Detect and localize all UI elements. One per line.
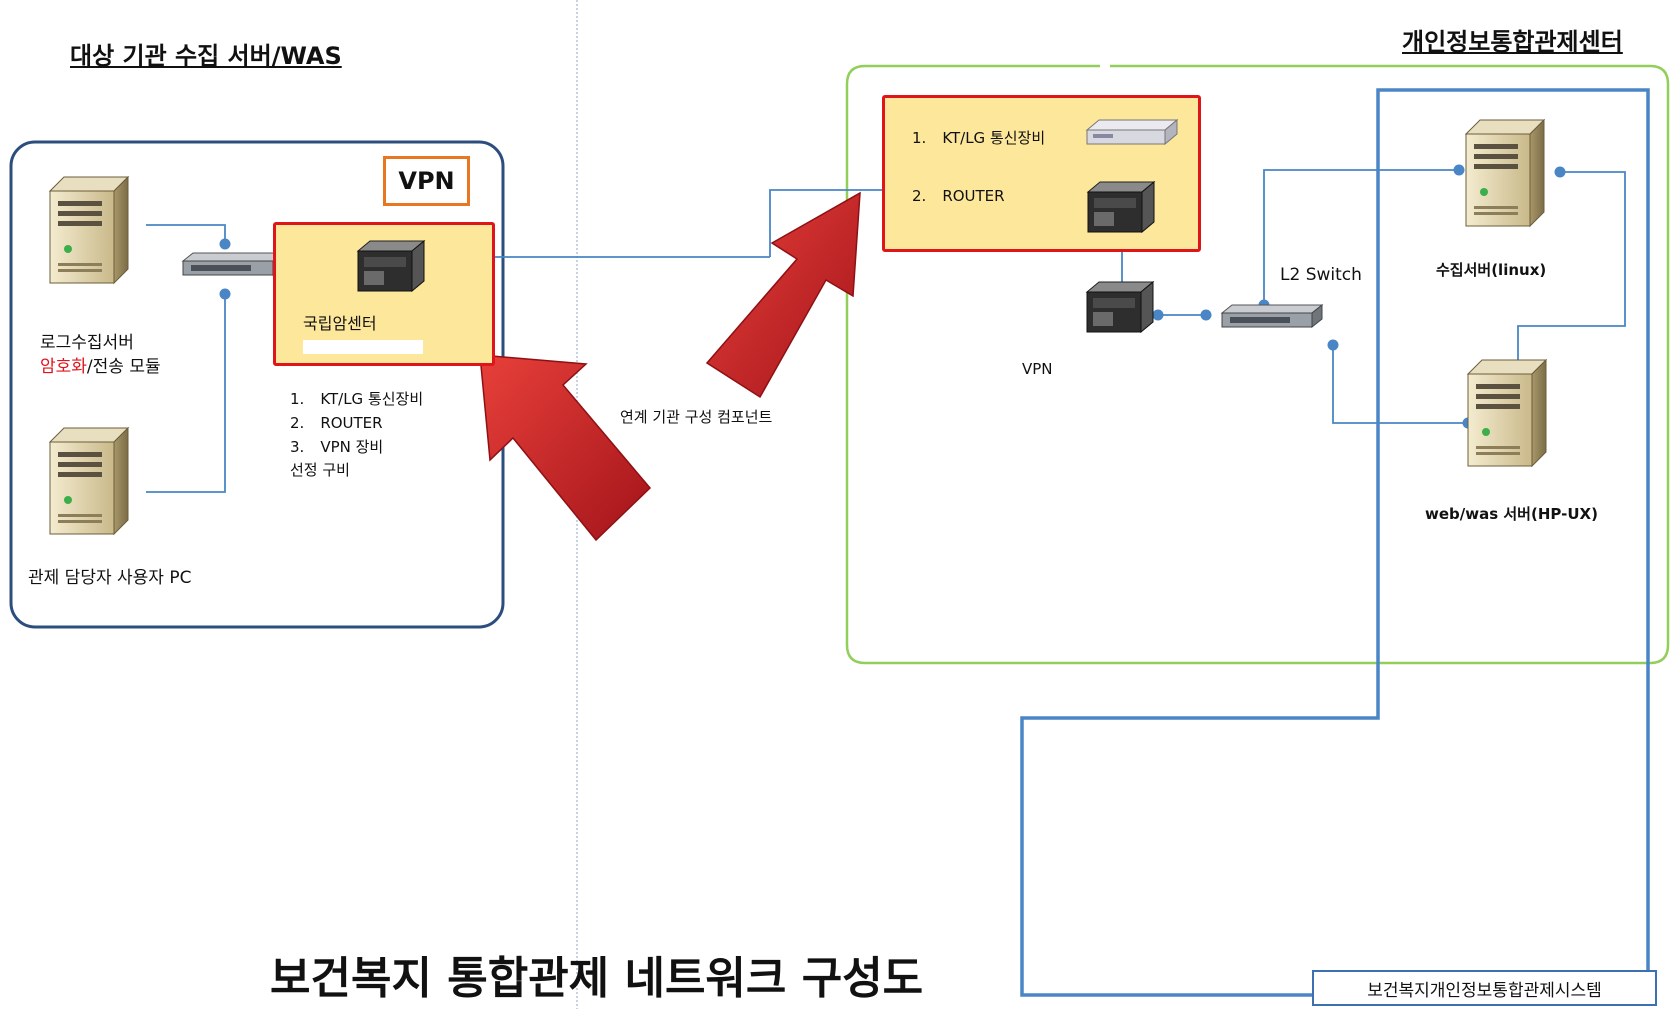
right-equipment-item: 1.KT/LG 통신장비 bbox=[912, 129, 1046, 147]
log-server-label: 로그수집서버 bbox=[40, 333, 134, 353]
right-equipment-list: 1.KT/LG 통신장비 2.ROUTER bbox=[912, 126, 1045, 208]
vpn-label: VPN bbox=[1022, 360, 1053, 378]
log-server-icon bbox=[49, 176, 129, 284]
left-equipment-item: 2.ROUTER bbox=[290, 414, 383, 432]
arrow-to-left-vpn bbox=[479, 354, 652, 542]
web-server-icon bbox=[1467, 359, 1547, 467]
left-section-heading: 대상 기관 수집 서버/WAS bbox=[70, 42, 342, 70]
l2-switch-icon bbox=[1221, 304, 1323, 328]
collect-server-label: 수집서버(linux) bbox=[1436, 261, 1547, 279]
right-equipment-box: 1.KT/LG 통신장비 2.ROUTER bbox=[882, 95, 1201, 252]
vpn-box-label: 국립암센터 bbox=[303, 314, 377, 333]
left-equipment-item: 1.KT/LG 통신장비 bbox=[290, 390, 424, 408]
link-component-label: 연계 기관 구성 컴포넌트 bbox=[620, 408, 773, 426]
right-router-icon bbox=[1087, 181, 1155, 233]
vpn-badge: VPN bbox=[383, 156, 470, 206]
integrated-system-box: 보건복지개인정보통합관제시스템 bbox=[1312, 970, 1657, 1006]
module-label: 암호화/전송 모듈 bbox=[40, 352, 161, 377]
left-switch-icon bbox=[182, 252, 284, 276]
telecom-device-icon bbox=[1085, 118, 1179, 146]
right-section-heading: 개인정보통합관제센터 bbox=[1402, 28, 1623, 56]
main-title: 보건복지 통합관제 네트워크 구성도 bbox=[270, 953, 924, 1004]
collect-server-icon bbox=[1465, 119, 1545, 227]
l2-switch-label: L2 Switch bbox=[1280, 265, 1362, 285]
right-container bbox=[845, 64, 1670, 665]
web-server-label: web/was 서버(HP-UX) bbox=[1425, 505, 1598, 523]
arrow-to-right-equipment bbox=[705, 191, 861, 399]
user-pc-label: 관제 담당자 사용자 PC bbox=[28, 568, 192, 588]
left-router-icon bbox=[357, 240, 425, 292]
transfer-module-text: /전송 모듈 bbox=[86, 357, 161, 377]
left-vpn-box: 국립암센터 bbox=[273, 222, 495, 366]
equipment-note: 선정 구비 bbox=[290, 461, 350, 479]
encryption-text: 암호화 bbox=[40, 357, 87, 377]
right-equipment-item: 2.ROUTER bbox=[912, 187, 1005, 205]
vpn-device-icon bbox=[1086, 281, 1154, 333]
redacted-field bbox=[303, 340, 423, 354]
user-pc-icon bbox=[49, 427, 129, 535]
left-equipment-list: 1.KT/LG 통신장비 2.ROUTER 3.VPN 장비 bbox=[290, 387, 423, 459]
left-equipment-item: 3.VPN 장비 bbox=[290, 438, 384, 456]
